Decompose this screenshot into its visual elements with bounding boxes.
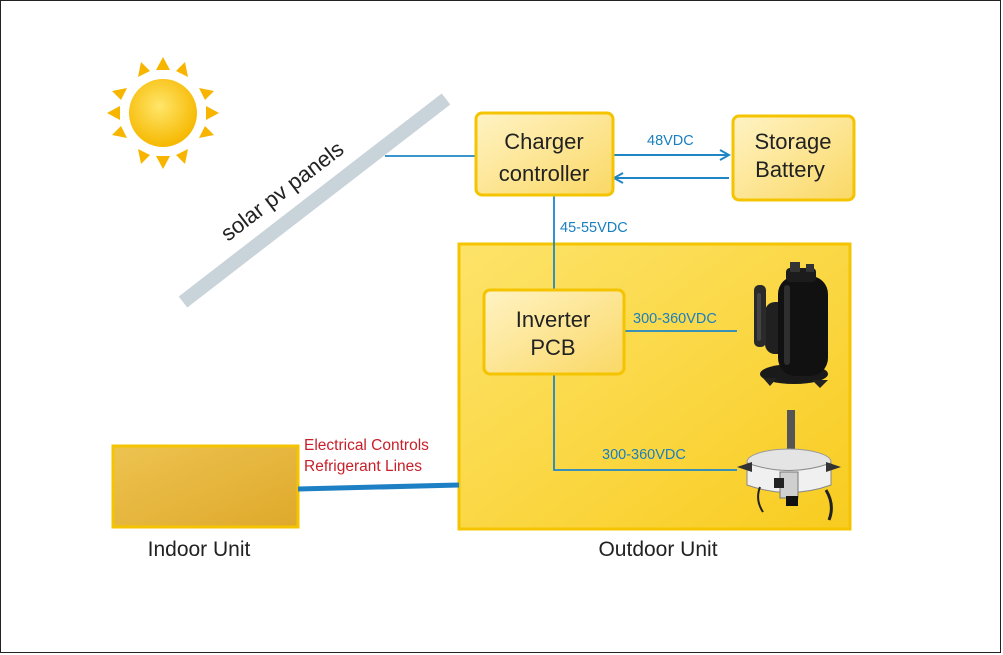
indoor-unit-box — [111, 444, 300, 529]
storage-battery-box: Storage Battery — [731, 114, 856, 202]
edge-label-45-55vdc: 45-55VDC — [560, 220, 628, 236]
charger-controller-box: Charger controller — [474, 111, 615, 197]
fan-motor-icon — [737, 410, 841, 521]
refrigerant-line — [297, 482, 460, 492]
charger-line1: Charger — [504, 129, 583, 154]
edge-label-fan-motor-voltage: 300-360VDC — [602, 447, 686, 463]
solar-pv-panel — [178, 93, 451, 308]
compressor-icon — [754, 262, 828, 388]
charger-line2: controller — [499, 161, 589, 186]
edge-label-refrigerant-lines: Refrigerant Lines — [304, 458, 422, 475]
sun-icon — [107, 57, 219, 169]
edge-label-electrical-controls: Electrical Controls — [304, 437, 429, 454]
inverter-line2: PCB — [530, 335, 575, 360]
outdoor-unit-caption: Outdoor Unit — [598, 538, 717, 561]
battery-line1: Storage — [754, 129, 831, 154]
edge-label-48vdc: 48VDC — [647, 133, 694, 149]
inverter-line1: Inverter — [516, 307, 591, 332]
battery-line2: Battery — [755, 157, 825, 182]
inverter-to-fan-motor-line — [553, 374, 737, 471]
indoor-unit-caption: Indoor Unit — [148, 538, 251, 561]
inverter-pcb-box: Inverter PCB — [482, 288, 626, 376]
edge-label-compressor-voltage: 300-360VDC — [633, 311, 717, 327]
